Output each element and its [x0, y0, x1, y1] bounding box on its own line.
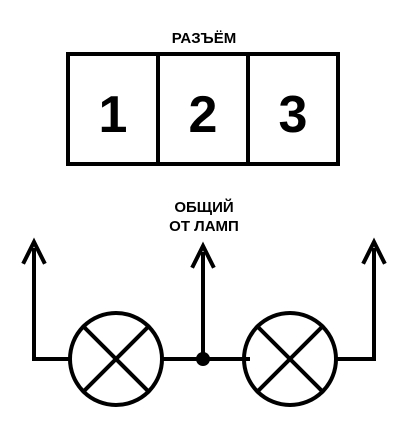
pin-1-label: 1 [99, 86, 128, 144]
center-lead [160, 241, 250, 366]
connector-outline [66, 52, 340, 166]
lamp-left-body [68, 311, 164, 407]
common-label-line-1: ОБЩИЙ [174, 198, 233, 216]
connector-title: РАЗЪЁМ [172, 30, 237, 47]
pin-3-label: 3 [279, 86, 308, 144]
right-arrow-icon [361, 237, 387, 265]
left-lead [21, 237, 72, 361]
left-arrow-icon [21, 237, 47, 265]
right-lead [334, 237, 387, 361]
lamp-right-icon [242, 311, 338, 407]
lamp-right-body [242, 311, 338, 407]
center-arrow-icon [190, 241, 216, 269]
connector-block: 1 2 3 [66, 52, 340, 166]
common-label-line-2: ОТ ЛАМП [169, 218, 239, 235]
lamp-right-cross-b [254, 323, 326, 395]
left-wire [32, 248, 72, 361]
right-wire [334, 248, 376, 361]
pin-2-label: 2 [189, 86, 218, 144]
lamp-left-icon [68, 311, 164, 407]
junction-dot [196, 352, 210, 366]
lamp-left-cross-b [80, 323, 152, 395]
